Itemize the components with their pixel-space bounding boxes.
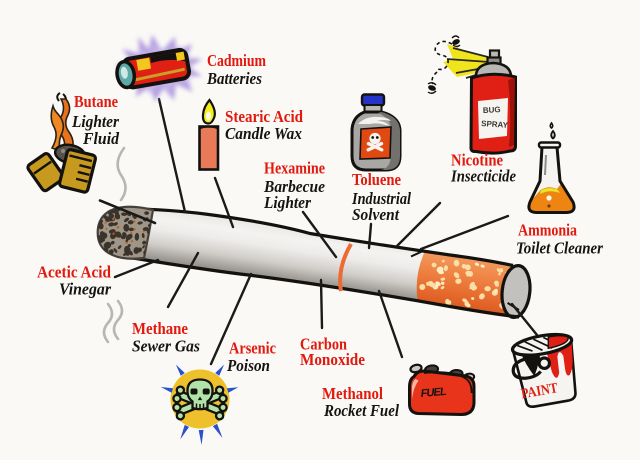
svg-text:BUG: BUG <box>483 105 501 115</box>
svg-text:Barbecue: Barbecue <box>263 177 325 196</box>
svg-text:Carbon: Carbon <box>300 335 347 354</box>
svg-text:Industrial: Industrial <box>351 189 411 208</box>
svg-text:Methanol: Methanol <box>322 384 383 403</box>
svg-text:Candle Wax: Candle Wax <box>225 124 302 143</box>
svg-text:Insecticide: Insecticide <box>450 167 516 186</box>
svg-text:Nicotine: Nicotine <box>451 151 503 170</box>
svg-text:Monoxide: Monoxide <box>300 350 365 369</box>
svg-text:Butane: Butane <box>74 92 118 111</box>
svg-text:Methane: Methane <box>132 319 188 338</box>
svg-text:Toilet Cleaner: Toilet Cleaner <box>516 239 604 258</box>
svg-text:Poison: Poison <box>226 356 270 375</box>
svg-text:Cadmium: Cadmium <box>207 51 266 70</box>
svg-text:FUEL: FUEL <box>420 386 447 400</box>
svg-text:Acetic Acid: Acetic Acid <box>37 263 111 282</box>
svg-text:Rocket Fuel: Rocket Fuel <box>323 401 399 420</box>
svg-text:Ammonia: Ammonia <box>518 221 577 240</box>
svg-text:Stearic Acid: Stearic Acid <box>225 107 303 126</box>
svg-text:Fluid: Fluid <box>82 129 120 148</box>
svg-text:Batteries: Batteries <box>206 69 262 88</box>
svg-text:Hexamine: Hexamine <box>264 159 325 178</box>
svg-text:Toluene: Toluene <box>352 170 401 189</box>
svg-text:Lighter: Lighter <box>263 193 311 212</box>
svg-text:PAINT: PAINT <box>520 380 559 402</box>
svg-text:Lighter: Lighter <box>71 112 119 131</box>
svg-text:SPRAY: SPRAY <box>481 119 509 130</box>
svg-text:Sewer Gas: Sewer Gas <box>132 337 200 356</box>
svg-text:Vinegar: Vinegar <box>59 280 112 299</box>
svg-text:Solvent: Solvent <box>352 205 399 224</box>
svg-text:Arsenic: Arsenic <box>229 339 276 358</box>
